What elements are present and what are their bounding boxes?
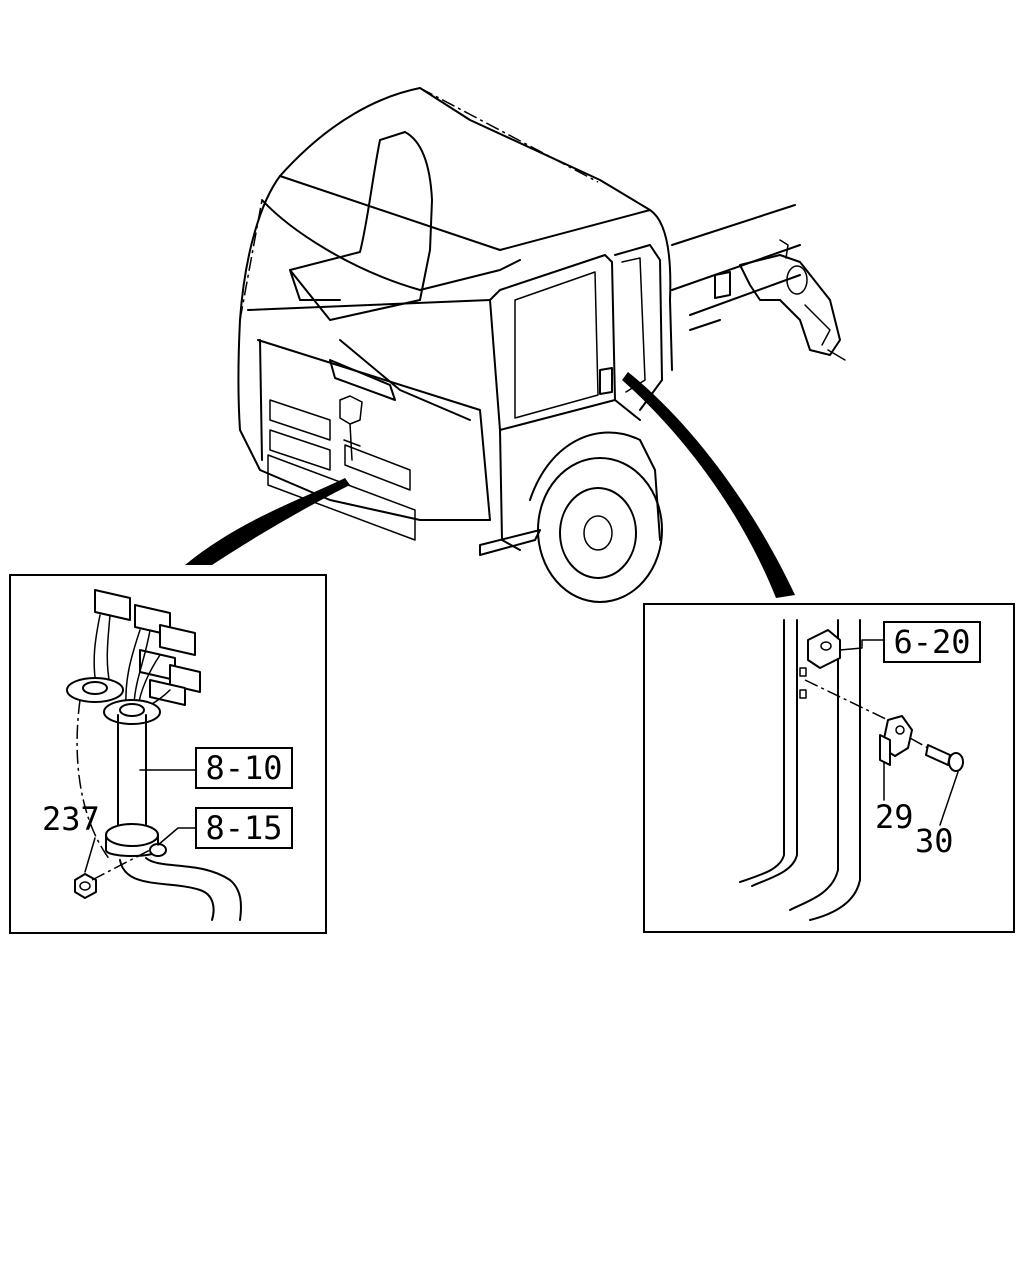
connector-block: [93, 589, 201, 711]
part-number-30[interactable]: 30: [915, 822, 954, 860]
leader-to-front-detail: [185, 478, 350, 565]
callout-8-10[interactable]: 8-10: [195, 747, 293, 789]
ref-label-8-10: 8-10: [205, 749, 282, 787]
ref-label-6-20: 6-20: [893, 623, 970, 661]
callout-6-20[interactable]: 6-20: [883, 621, 981, 663]
callout-8-15[interactable]: 8-15: [195, 807, 293, 849]
leader-to-door-detail: [622, 372, 795, 598]
part-number-237[interactable]: 237: [42, 800, 100, 838]
ref-label-8-15: 8-15: [205, 809, 282, 847]
truck-illustration: [237, 87, 846, 603]
part-number-29[interactable]: 29: [875, 798, 914, 836]
